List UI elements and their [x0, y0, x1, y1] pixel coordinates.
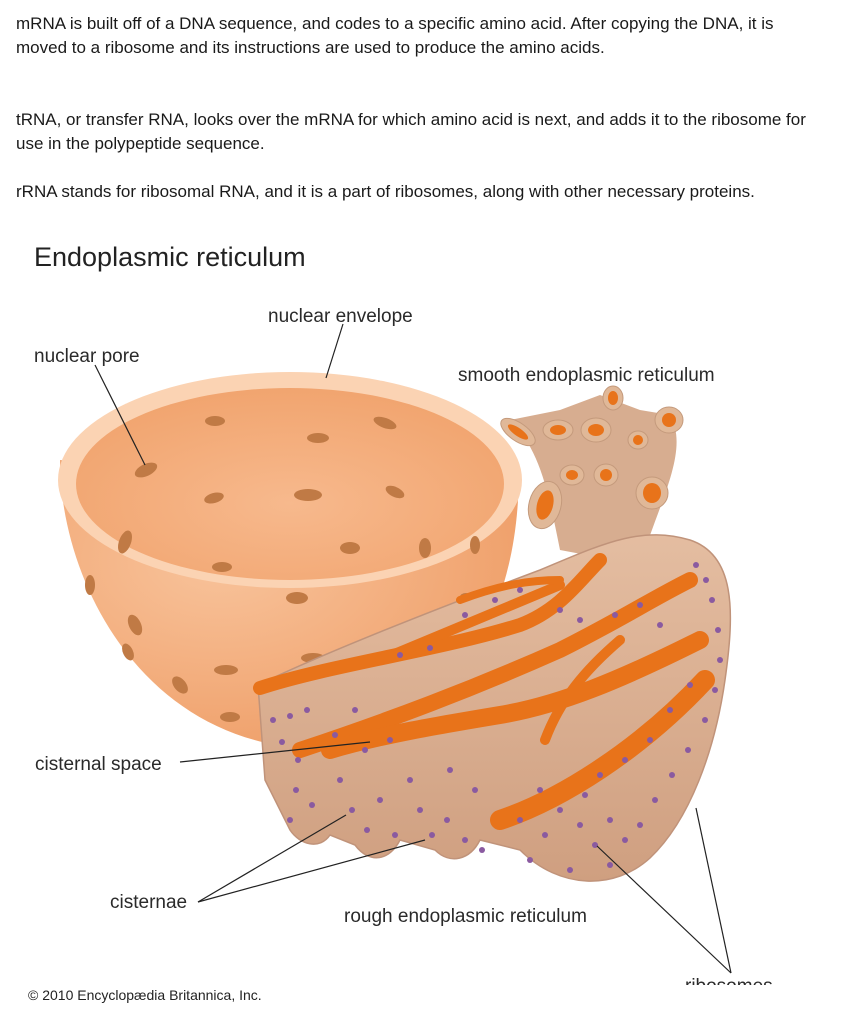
copyright-notice: © 2010 Encyclopædia Britannica, Inc.: [28, 987, 262, 1003]
nuclear-envelope-shape: [58, 372, 522, 749]
ribosome-dots: [270, 562, 723, 873]
label-ribosomes: ribosomes: [685, 976, 773, 985]
smooth-er-shape: [500, 385, 684, 565]
label-cisternae: cisternae: [110, 892, 187, 913]
label-cisternal-space: cisternal space: [35, 754, 162, 775]
paragraph-rrna: rRNA stands for ribosomal RNA, and it is…: [16, 182, 755, 201]
paragraph-trna: tRNA, or transfer RNA, looks over the mR…: [16, 110, 806, 153]
label-nuclear-envelope: nuclear envelope: [268, 306, 413, 327]
nuclear-pores: [85, 416, 480, 722]
leader-lines: [94, 323, 732, 974]
er-illustration: nuclear envelope nuclear pore smooth end…: [34, 306, 773, 985]
label-nuclear-pore: nuclear pore: [34, 346, 140, 367]
paragraph-mrna: mRNA is built off of a DNA sequence, and…: [16, 14, 774, 57]
label-rough-er: rough endoplasmic reticulum: [344, 906, 587, 927]
rough-er-shape: [253, 534, 732, 882]
label-smooth-er: smooth endoplasmic reticulum: [458, 365, 715, 386]
figure-title: Endoplasmic reticulum: [34, 242, 306, 272]
